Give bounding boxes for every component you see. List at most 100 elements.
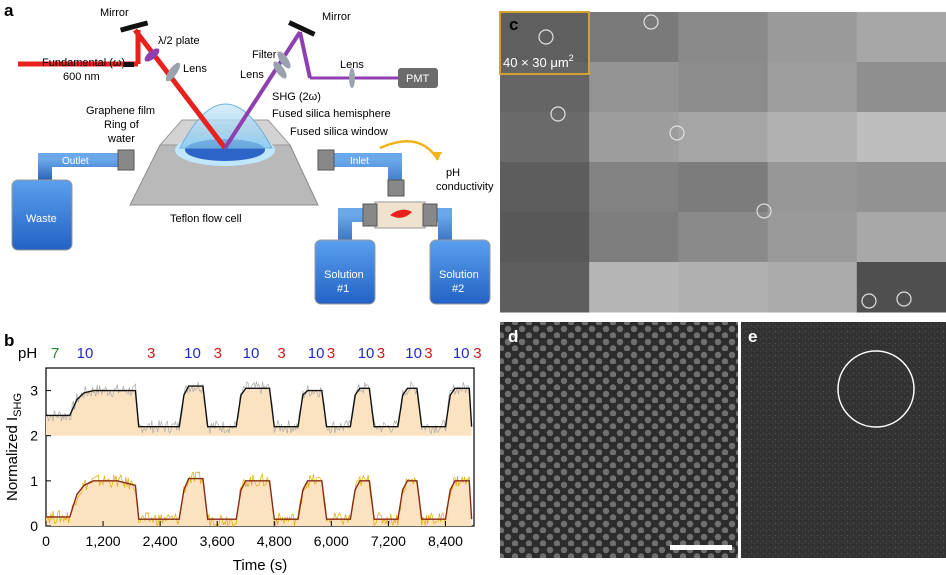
mosaic-tile [589, 62, 679, 113]
ph-value-label: 3 [377, 345, 385, 362]
mosaic-tile [856, 12, 946, 63]
series-fill [46, 478, 472, 526]
ph-value-label: 10 [405, 345, 422, 362]
mosaic-tile [856, 212, 946, 263]
mosaic-tile [678, 112, 769, 163]
label-shg: SHG (2ω) [272, 91, 321, 103]
defect-circle [896, 291, 912, 307]
y-axis-label: Normalized ISHG [4, 393, 24, 501]
label-waste: Waste [26, 213, 57, 225]
mirror-fundamental-icon [124, 62, 134, 67]
defect-circle [550, 106, 566, 122]
shg-beam-up [223, 30, 302, 150]
series-fill [46, 386, 472, 436]
mosaic-tile [767, 162, 858, 213]
x-tick-label: 1,200 [86, 533, 121, 549]
mosaic-tile [767, 262, 858, 313]
label-solution-2a: Solution [439, 269, 479, 281]
ph-value-label: 3 [424, 345, 432, 362]
ph-value-label: 7 [51, 345, 59, 362]
waste-beaker [11, 179, 73, 251]
valve-connector-top [387, 179, 405, 197]
panel-c-letter: c [509, 15, 518, 34]
mosaic-tile [856, 262, 946, 313]
ph-value-label: 10 [308, 345, 325, 362]
y-tick-label: 2 [30, 428, 38, 444]
mosaic-tile [767, 212, 858, 263]
y-tick-label: 0 [30, 518, 38, 534]
ph-value-label: 3 [277, 345, 285, 362]
label-mirror-right: Mirror [322, 11, 351, 23]
plot-marks [45, 380, 473, 527]
panel-d-image [500, 322, 738, 558]
mosaic-tile [678, 62, 769, 113]
ph-value-label: 3 [473, 345, 481, 362]
ph-arrowhead [432, 152, 442, 160]
mosaic-tile [678, 162, 769, 213]
valve-handle-icon [390, 209, 412, 218]
mosaic-tile [678, 212, 769, 263]
label-hemisphere: Fused silica hemisphere [272, 108, 391, 120]
defect-circle [643, 14, 659, 30]
mosaic-tile [589, 12, 679, 63]
label-outlet: Outlet [62, 156, 89, 167]
label-pmt: PMT [406, 73, 430, 85]
x-axis-label: Time (s) [233, 557, 287, 574]
mosaic-tile [500, 12, 590, 63]
label-half-wave: λ/2 plate [158, 35, 200, 47]
mosaic-tile [500, 162, 590, 213]
label-fundamental-1: Fundamental (ω) [42, 57, 125, 69]
defect-circle-large [837, 350, 915, 428]
y-axis-label-main: Normalized I [4, 417, 21, 501]
label-inlet: Inlet [350, 156, 369, 167]
label-ring-1: Ring of [104, 119, 140, 131]
x-tick-label: 0 [42, 533, 50, 549]
ph-value-label: 10 [184, 345, 201, 362]
mosaic-tile [500, 62, 590, 113]
ph-axis-label: pH [18, 345, 37, 362]
label-solution-1a: Solution [324, 269, 364, 281]
panel-e-image [741, 322, 946, 558]
mosaic-tile [767, 112, 858, 163]
label-flow-cell: Teflon flow cell [170, 213, 242, 225]
lens-mid-icon [273, 61, 287, 79]
scale-label-main: 40 × 30 μm [503, 55, 569, 70]
mosaic-tile [589, 262, 679, 313]
scale-bar [670, 545, 732, 550]
mirror-left-icon [119, 20, 149, 33]
mosaic-tile [589, 162, 679, 213]
label-graphene: Graphene film [86, 105, 155, 117]
label-ring-2: water [107, 133, 135, 145]
ph-value-label: 10 [77, 345, 94, 362]
ph-value-label: 10 [243, 345, 260, 362]
pmt-box [398, 68, 438, 88]
mosaic-tile [589, 212, 679, 263]
mosaic-tile [500, 112, 590, 163]
panel-d: d [500, 322, 738, 558]
label-mirror-left: Mirror [100, 7, 129, 19]
ph-value-label: 10 [358, 345, 375, 362]
panel-a: a [4, 1, 494, 305]
mosaic-tile [500, 262, 590, 313]
mosaic-tile [856, 62, 946, 113]
label-filter: Filter [252, 49, 277, 61]
mosaic-tile [589, 112, 679, 163]
label-ph-2: conductivity [436, 181, 494, 193]
defect-circle [756, 203, 772, 219]
defect-circle [669, 125, 685, 141]
defect-circle [861, 293, 877, 309]
label-lens-mid: Lens [240, 69, 264, 81]
mosaic-tile [678, 12, 769, 63]
valve-connector-right [422, 203, 438, 227]
y-tick-label: 1 [30, 473, 38, 489]
inlet-connector [317, 149, 335, 171]
half-wave-plate-icon [144, 48, 160, 62]
lens-left-icon [165, 62, 181, 82]
solution-1-beaker [314, 239, 376, 305]
x-tick-label: 3,600 [200, 533, 235, 549]
y-tick-label: 3 [30, 383, 38, 399]
mosaic-tile [856, 112, 946, 163]
mirror-right-icon [288, 20, 316, 37]
